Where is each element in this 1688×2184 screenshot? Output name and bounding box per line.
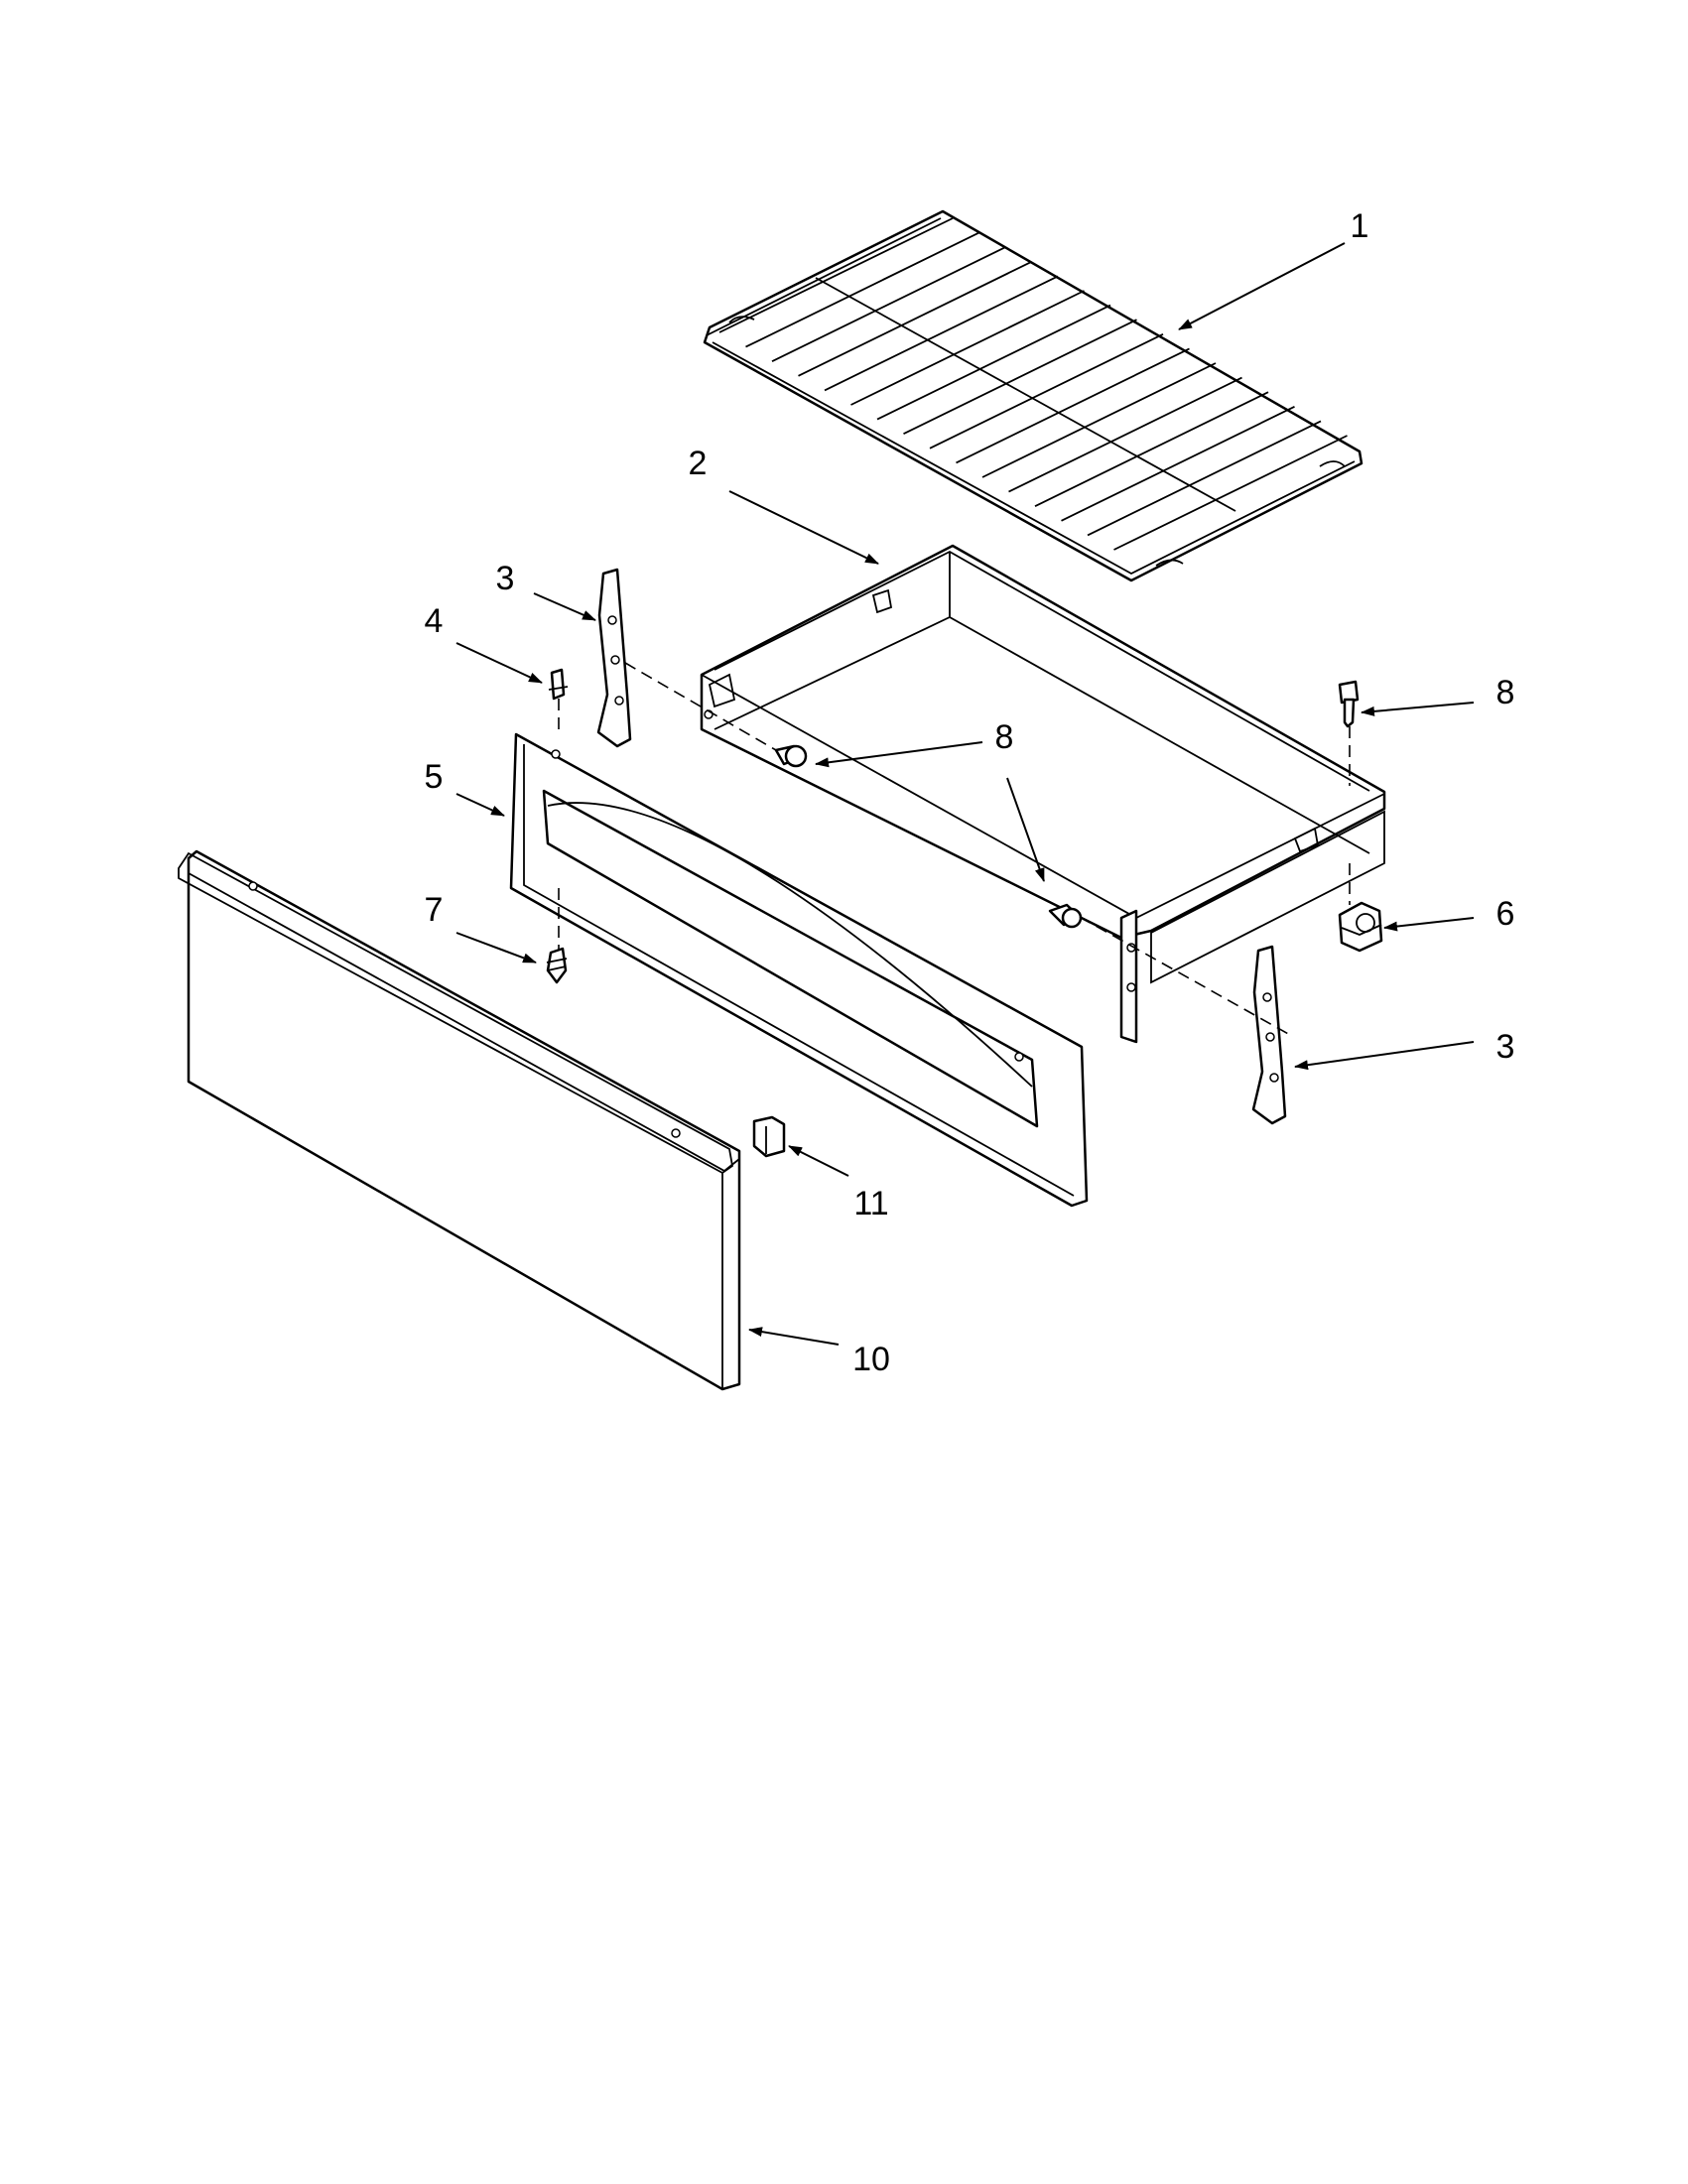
drawer-slide-left [596, 568, 632, 748]
rack-wire [850, 290, 1085, 406]
clip [752, 1115, 786, 1158]
callout-8-right: 8 [1496, 674, 1515, 711]
oven-rack [703, 209, 1363, 582]
drawer-front-inner [509, 732, 1089, 1208]
screw-left [774, 744, 808, 768]
rack-wire [876, 304, 1111, 421]
callout-6: 6 [1496, 895, 1515, 933]
screw-front [546, 947, 568, 984]
rack-wire [1008, 376, 1242, 493]
callout-1: 1 [1351, 207, 1369, 245]
rack-wire [824, 275, 1059, 392]
rack-wire [903, 319, 1137, 436]
callout-10: 10 [852, 1341, 890, 1378]
callout-3-left: 3 [496, 560, 515, 597]
callout-2: 2 [689, 445, 708, 482]
callout-7: 7 [425, 891, 444, 929]
callout-8-center: 8 [995, 718, 1014, 756]
callout-4: 4 [425, 602, 444, 640]
drawer-clip [1338, 901, 1383, 953]
rack-wire [745, 231, 979, 348]
assembly-lines [558, 662, 1351, 1036]
rack-wire [956, 347, 1190, 464]
rack-wire [1034, 391, 1269, 508]
screw-right-top [1338, 680, 1360, 728]
drawer-stud [548, 668, 569, 701]
rack-wire [1113, 435, 1348, 551]
rack-wire [771, 246, 1006, 363]
callout-3-right: 3 [1496, 1028, 1515, 1066]
drawer-front-panel [178, 849, 741, 1391]
callout-labels: 1 2 3 4 5 8 8 7 6 3 11 10 [425, 207, 1515, 1378]
rack-wire [1061, 405, 1295, 522]
callout-5: 5 [425, 758, 444, 796]
rack-wire [718, 217, 954, 333]
rack-wire [1087, 420, 1322, 537]
leader-arrows [455, 242, 1475, 1346]
rack-wire [929, 332, 1164, 450]
rack-wire [981, 362, 1217, 478]
drawer-tray [700, 544, 1386, 1044]
callout-11: 11 [853, 1185, 888, 1222]
rack-wire [798, 260, 1032, 377]
drawer-slide-right [1251, 945, 1287, 1125]
